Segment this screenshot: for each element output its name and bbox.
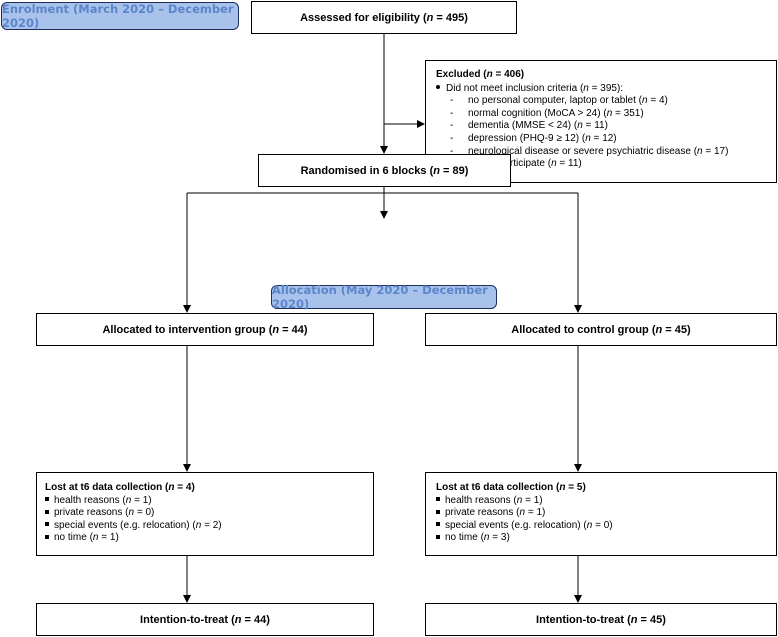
excluded-box: Excluded (n = 406) Did not meet inclusio… [425, 60, 777, 183]
lost-item: private reasons (n = 1) [436, 507, 766, 520]
control-lost-list: health reasons (n = 1)private reasons (n… [436, 495, 766, 545]
randomised-box: Randomised in 6 blocks (n = 89) [258, 154, 511, 187]
excluded-item: -dementia (MMSE < 24) (n = 11) [436, 120, 766, 133]
square-bullet-icon [45, 522, 49, 527]
excluded-item: -no personal computer, laptop or tablet … [436, 95, 766, 108]
bullet-icon [436, 84, 440, 89]
allocation-label: Allocation (May 2020 – December 2020) [271, 283, 497, 311]
lost-item: no time (n = 3) [436, 532, 766, 545]
excluded-item: -normal cognition (MoCA > 24) (n = 351) [436, 108, 766, 121]
square-bullet-icon [436, 534, 440, 539]
square-bullet-icon [45, 534, 49, 539]
square-bullet-icon [45, 496, 49, 501]
excluded-title: Excluded (n = 406) [436, 69, 525, 80]
control-itt-box: Intention-to-treat (n = 45) [425, 603, 777, 636]
dash-icon: - [450, 95, 454, 107]
dash-icon: - [450, 107, 454, 119]
intervention-allocated-label: Allocated to intervention group (n = 44) [102, 323, 308, 336]
square-bullet-icon [436, 496, 440, 501]
lost-item: special events (e.g. relocation) (n = 0) [436, 520, 766, 533]
assessed-label: Assessed for eligibility (n = 495) [300, 11, 468, 24]
randomised-label: Randomised in 6 blocks (n = 89) [300, 164, 469, 177]
lost-item: health reasons (n = 1) [436, 495, 766, 508]
lost-item: health reasons (n = 1) [45, 495, 365, 508]
lost-item: special events (e.g. relocation) (n = 2) [45, 520, 365, 533]
intervention-itt-box: Intention-to-treat (n = 44) [36, 603, 374, 636]
control-allocated-label: Allocated to control group (n = 45) [511, 323, 691, 336]
excluded-item: -neurological disease or severe psychiat… [436, 146, 766, 159]
assessed-box: Assessed for eligibility (n = 495) [251, 1, 517, 34]
excluded-item: Did not meet inclusion criteria (n = 395… [436, 83, 766, 96]
dash-icon: - [450, 145, 454, 157]
control-lost-title: Lost at t6 data collection (n = 5) [436, 482, 586, 493]
intervention-lost-list: health reasons (n = 1)private reasons (n… [45, 495, 365, 545]
dash-icon: - [450, 120, 454, 132]
excluded-item: -depression (PHQ-9 ≥ 12) (n = 12) [436, 133, 766, 146]
control-lost-box: Lost at t6 data collection (n = 5) healt… [425, 472, 777, 556]
intervention-allocated-box: Allocated to intervention group (n = 44) [36, 313, 374, 346]
intervention-lost-title: Lost at t6 data collection (n = 4) [45, 482, 195, 493]
square-bullet-icon [45, 509, 49, 514]
intervention-itt-label: Intention-to-treat (n = 44) [140, 613, 270, 626]
square-bullet-icon [436, 509, 440, 514]
control-allocated-box: Allocated to control group (n = 45) [425, 313, 777, 346]
square-bullet-icon [436, 522, 440, 527]
control-itt-label: Intention-to-treat (n = 45) [536, 613, 666, 626]
lost-item: no time (n = 1) [45, 532, 365, 545]
intervention-lost-box: Lost at t6 data collection (n = 4) healt… [36, 472, 374, 556]
enrolment-label: Enrolment (March 2020 – December 2020) [1, 2, 239, 30]
dash-icon: - [450, 132, 454, 144]
lost-item: private reasons (n = 0) [45, 507, 365, 520]
